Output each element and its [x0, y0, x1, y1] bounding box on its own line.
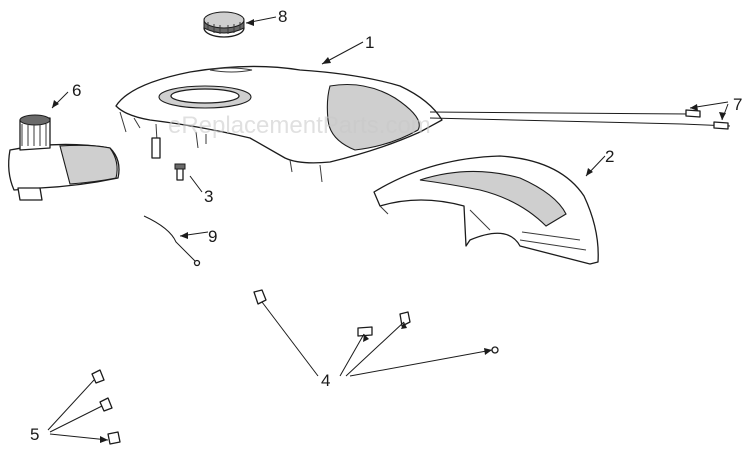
part-1-top-cover [115, 65, 443, 183]
callout-8: 8 [278, 7, 287, 26]
callout-6: 6 [72, 81, 81, 100]
part-9-rod [143, 215, 201, 267]
part-2-side-cover [373, 155, 599, 265]
part-4-clips [253, 289, 499, 354]
part-7-cables [429, 109, 731, 130]
watermark-text: eReplacementParts.com [168, 112, 431, 139]
part-3-screw [174, 163, 186, 181]
callout-5: 5 [30, 425, 39, 444]
part-5-clips [91, 369, 121, 445]
callout-7: 7 [733, 95, 742, 114]
leader-arrowheads [52, 19, 726, 443]
callout-4: 4 [321, 371, 330, 390]
leader-lines [47, 16, 729, 441]
part-8-knob [203, 11, 245, 38]
part-6-fuel-tank [8, 114, 120, 201]
callout-1: 1 [365, 33, 374, 52]
callout-3: 3 [204, 187, 213, 206]
callout-9: 9 [208, 227, 217, 246]
callout-2: 2 [605, 147, 614, 166]
